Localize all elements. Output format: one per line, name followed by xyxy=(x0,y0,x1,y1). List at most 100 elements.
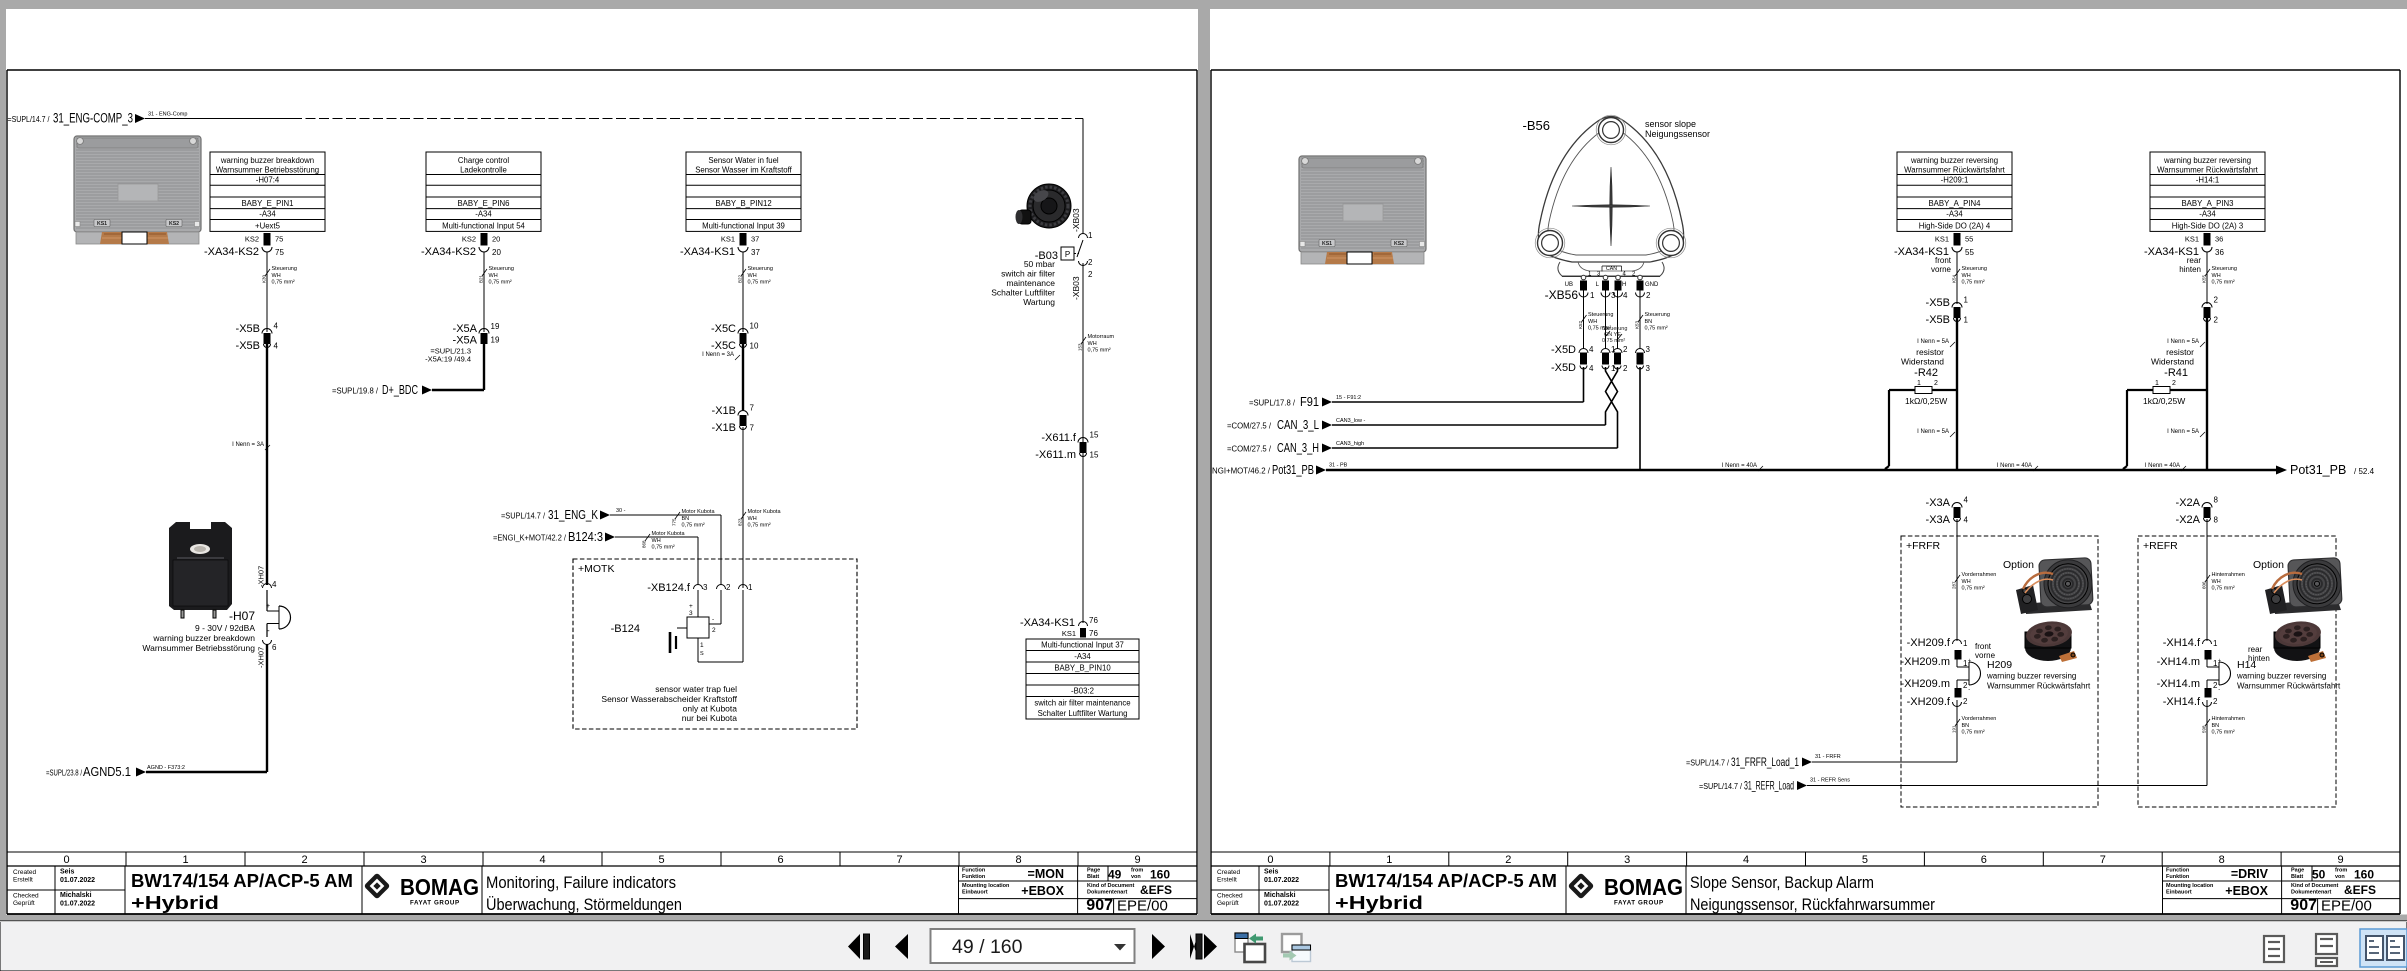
svg-text:EPE/00: EPE/00 xyxy=(1117,898,1168,915)
svg-text:Monitoring, Failure indicators: Monitoring, Failure indicators xyxy=(486,874,676,892)
svg-text:Created: Created xyxy=(13,869,37,876)
svg-text:+: + xyxy=(1968,658,1971,664)
svg-text:=COM/27.5 /: =COM/27.5 / xyxy=(1227,422,1272,431)
svg-text:15: 15 xyxy=(1090,431,1099,440)
svg-text:0,75 mm²: 0,75 mm² xyxy=(748,280,771,286)
svg-text:/ 52.4: / 52.4 xyxy=(2354,467,2375,476)
svg-text:=SUPL/14.7 /: =SUPL/14.7 / xyxy=(8,115,51,124)
svg-text:0,75 mm²: 0,75 mm² xyxy=(1588,326,1611,332)
svg-text:-XH14.f: -XH14.f xyxy=(2163,637,2201,649)
svg-text:Motor Kubota: Motor Kubota xyxy=(748,509,782,515)
svg-text:76: 76 xyxy=(1089,616,1098,625)
svg-text:2: 2 xyxy=(712,627,716,634)
svg-text:0: 0 xyxy=(63,854,69,866)
svg-text:-X611.f: -X611.f xyxy=(1041,432,1077,444)
svg-text:0,75 mm²: 0,75 mm² xyxy=(1602,338,1625,344)
svg-text:Widerstand: Widerstand xyxy=(1901,357,1944,367)
svg-text:High-Side DO (2A) 4: High-Side DO (2A) 4 xyxy=(1919,222,1991,231)
svg-text:K54: K54 xyxy=(1952,274,1957,283)
svg-text:switch air filter: switch air filter xyxy=(1001,269,1055,279)
svg-text:+: + xyxy=(2218,658,2221,664)
svg-text:Hinterrahmen: Hinterrahmen xyxy=(2212,572,2245,578)
svg-text:-X5A: -X5A xyxy=(453,335,478,347)
svg-text:Funktion: Funktion xyxy=(2166,874,2190,880)
svg-text:-XH14.m: -XH14.m xyxy=(2157,678,2200,690)
svg-text:FAYAT GROUP: FAYAT GROUP xyxy=(410,900,460,907)
svg-text:01.07.2022: 01.07.2022 xyxy=(1264,901,1299,908)
svg-text:KS2: KS2 xyxy=(169,221,179,227)
svg-text:Option: Option xyxy=(2253,559,2284,571)
svg-text:4: 4 xyxy=(274,322,279,331)
svg-text:K52: K52 xyxy=(1578,320,1583,329)
svg-text:=SUPL/14.7 /: =SUPL/14.7 / xyxy=(501,512,546,521)
svg-text:3: 3 xyxy=(1611,291,1616,300)
svg-text:only at Kubota: only at Kubota xyxy=(683,704,738,714)
svg-text:from: from xyxy=(2335,868,2347,874)
svg-text:Geprüft: Geprüft xyxy=(13,900,35,907)
svg-text:598: 598 xyxy=(2202,725,2207,733)
svg-text:1: 1 xyxy=(2213,639,2218,648)
svg-text:K30: K30 xyxy=(262,274,267,283)
svg-text:1: 1 xyxy=(1611,345,1616,354)
svg-text:Steuerung: Steuerung xyxy=(1962,266,1987,272)
svg-text:Warnsummer Betriebsstörung: Warnsummer Betriebsstörung xyxy=(142,643,255,653)
svg-text:Pot31_PB: Pot31_PB xyxy=(1272,463,1314,477)
svg-text:from: from xyxy=(1131,868,1143,874)
svg-text:30 -: 30 - xyxy=(616,508,626,514)
svg-text:-R42: -R42 xyxy=(1914,367,1938,379)
svg-text:823: 823 xyxy=(738,518,743,526)
svg-text:31 - FRFR: 31 - FRFR xyxy=(1815,754,1841,760)
svg-text:-XB124.f: -XB124.f xyxy=(647,582,691,594)
svg-text:Pot31_PB: Pot31_PB xyxy=(2290,463,2346,477)
svg-text:Slope Sensor, Backup Alarm: Slope Sensor, Backup Alarm xyxy=(1690,874,1874,892)
svg-text:Steuerung: Steuerung xyxy=(2212,266,2237,272)
svg-text:Multi-functional Input 39: Multi-functional Input 39 xyxy=(702,222,785,231)
svg-text:1: 1 xyxy=(700,642,704,649)
svg-text:warning buzzer reversing: warning buzzer reversing xyxy=(2163,156,2251,165)
svg-text:-XA34-KS2: -XA34-KS2 xyxy=(421,246,476,258)
svg-text:Michalski: Michalski xyxy=(1264,892,1296,899)
svg-text:2: 2 xyxy=(2172,380,2176,387)
svg-text:6: 6 xyxy=(1981,854,1987,866)
svg-text:-XB03: -XB03 xyxy=(1071,208,1081,232)
svg-text:I Nenn = 5A: I Nenn = 5A xyxy=(1917,429,1949,435)
svg-text:1: 1 xyxy=(1386,854,1392,866)
svg-text:+: + xyxy=(689,603,693,610)
svg-text:-XH209.m: -XH209.m xyxy=(1900,678,1950,690)
svg-text:-XB56: -XB56 xyxy=(1545,288,1579,302)
svg-text:Warnsummer Rückwärtsfahrt: Warnsummer Rückwärtsfahrt xyxy=(1904,166,2005,175)
svg-text:50: 50 xyxy=(2312,868,2326,882)
svg-text:WH: WH xyxy=(1962,579,1971,585)
svg-text:-X5B: -X5B xyxy=(236,340,260,352)
svg-text:31_FRFR_Load_1: 31_FRFR_Load_1 xyxy=(1731,755,1799,769)
svg-text:Einbauort: Einbauort xyxy=(962,890,988,896)
svg-text:-XA34-KS1: -XA34-KS1 xyxy=(680,246,735,258)
svg-text:KS1: KS1 xyxy=(1935,235,1949,244)
svg-text:-XH07: -XH07 xyxy=(257,647,266,668)
svg-text:Blatt: Blatt xyxy=(1087,874,1099,880)
svg-text:Funktion: Funktion xyxy=(962,874,986,880)
svg-text:-X5A: -X5A xyxy=(453,323,478,335)
svg-text:F91: F91 xyxy=(1300,395,1319,409)
svg-text:Vorderrahmen: Vorderrahmen xyxy=(1962,572,1997,578)
svg-text:0,75 mm²: 0,75 mm² xyxy=(2212,730,2235,736)
svg-text:Steuerung: Steuerung xyxy=(489,266,514,272)
svg-text:H14: H14 xyxy=(2237,659,2256,671)
svg-text:9: 9 xyxy=(1134,854,1140,866)
svg-text:NGI+MOT/46.2 /: NGI+MOT/46.2 / xyxy=(1212,467,1271,476)
svg-text:-X3A: -X3A xyxy=(1926,514,1951,526)
svg-text:4: 4 xyxy=(1964,516,1969,525)
svg-text:-X2A: -X2A xyxy=(2176,497,2201,509)
svg-text:KS2: KS2 xyxy=(245,235,259,244)
svg-text:3: 3 xyxy=(1646,345,1651,354)
svg-text:WH: WH xyxy=(272,273,281,279)
svg-text:-R41: -R41 xyxy=(2164,367,2188,379)
svg-text:-XH14.m: -XH14.m xyxy=(2157,656,2200,668)
svg-text:31 - ENG-Comp: 31 - ENG-Comp xyxy=(148,112,187,118)
svg-text:75: 75 xyxy=(275,248,284,257)
svg-text:4: 4 xyxy=(272,580,277,589)
svg-text:160: 160 xyxy=(1150,868,1170,882)
svg-text:Dokumentenart: Dokumentenart xyxy=(2291,890,2332,896)
svg-text:I Nenn = 3A: I Nenn = 3A xyxy=(232,442,264,448)
svg-text:01.07.2022: 01.07.2022 xyxy=(1264,877,1299,884)
